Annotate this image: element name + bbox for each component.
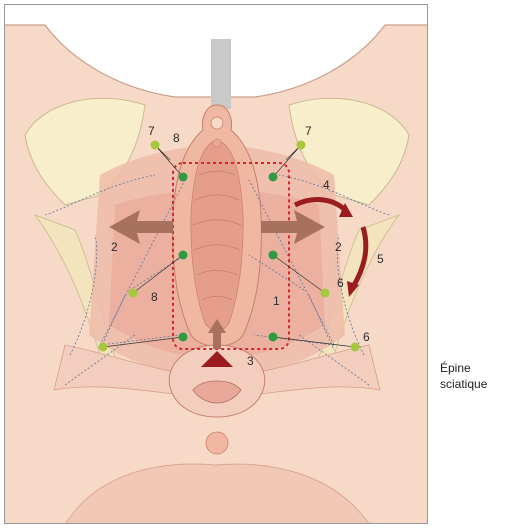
label-2-left: 2 (111, 240, 118, 254)
sacrum-marker (211, 39, 231, 109)
label-5: 5 (377, 252, 384, 266)
caption-line-1: Épine (440, 360, 487, 376)
label-7-right: 7 (305, 124, 312, 138)
perineum-diagram: 7 8 7 4 2 2 5 6 8 1 6 3 (5, 5, 428, 524)
label-1: 1 (273, 294, 280, 308)
coccyx-marker (206, 432, 228, 454)
sciatic-spine-caption: Épine sciatique (440, 360, 487, 392)
label-7-left: 7 (148, 124, 155, 138)
label-8-lower: 8 (151, 290, 158, 304)
label-4: 4 (323, 178, 330, 192)
caption-line-2: sciatique (440, 376, 487, 392)
label-2-right: 2 (335, 240, 342, 254)
label-8-upper: 8 (173, 131, 180, 145)
label-3: 3 (247, 354, 254, 368)
figure-frame: 7 8 7 4 2 2 5 6 8 1 6 3 (4, 4, 428, 524)
label-6-upper: 6 (337, 276, 344, 290)
label-6-lower: 6 (363, 330, 370, 344)
